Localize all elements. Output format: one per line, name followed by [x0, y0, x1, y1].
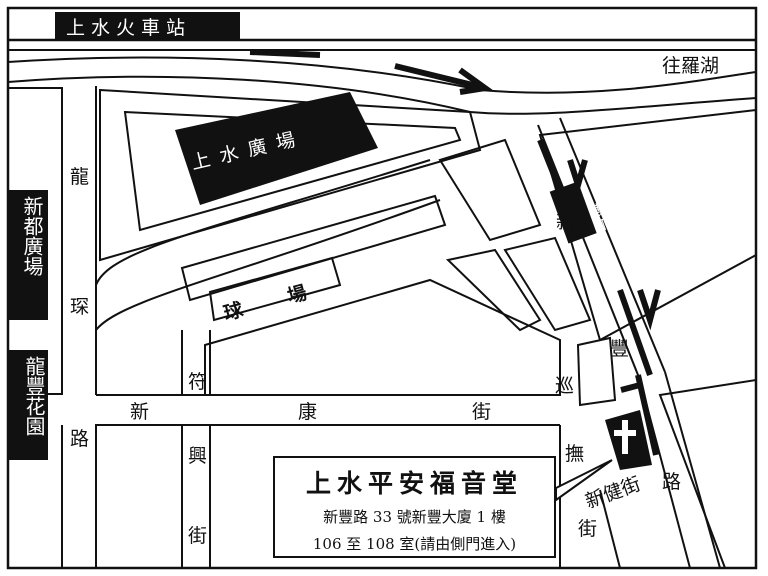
san-fung-road-edge-right: [559, 117, 666, 373]
street-lung-sum-2: 琛: [70, 296, 89, 318]
street-fu-hing-1: 符: [188, 371, 207, 393]
street-san-hong-3: 街: [472, 401, 491, 423]
main-road-edge-bottom: [7, 75, 757, 115]
landmark-plaza-block: [175, 92, 378, 205]
metropolis-plaza-label: 新都廣場: [20, 196, 44, 276]
street-tsun-fu-2: 撫: [565, 443, 584, 465]
street-san-hong-1: 新: [130, 401, 149, 423]
street-tsun-fu-1: 巡: [555, 375, 574, 397]
station-block: [55, 12, 240, 40]
cross-icon: [614, 420, 636, 454]
court-block: [180, 194, 447, 302]
to-lo-wu-label: 往羅湖: [662, 55, 719, 77]
metropolis-plaza-block: [8, 190, 48, 320]
street-san-kin: 新健街: [582, 473, 643, 513]
main-road-edge-top: [7, 56, 757, 94]
lung-fung-garden-block: [8, 350, 48, 460]
church-info-box: 上水平安福音堂 新豐路 33 號新豐大廈 1 樓 106 至 108 室(請由側…: [273, 456, 556, 558]
church-address-line2: 106 至 108 室(請由側門進入): [312, 535, 517, 553]
street-san-fung-3: 路: [662, 471, 681, 493]
lung-fung-garden-label: 龍豐花園: [22, 356, 46, 436]
church-name: 上水平安福音堂: [305, 469, 523, 498]
church-building-block: [605, 410, 652, 470]
street-fu-hing-2: 興: [188, 445, 207, 467]
street-lung-sum-1: 龍: [70, 166, 89, 188]
street-san-fung-1: 新: [556, 211, 575, 233]
san-fung-road-edge-left: [537, 124, 641, 381]
street-lung-sum-3: 路: [70, 428, 89, 450]
church-address-line1: 新豐路 33 號新豐大廈 1 樓: [323, 508, 506, 526]
street-bottom-label: 街: [578, 518, 597, 540]
church-pointer: [555, 459, 613, 502]
street-san-hong-2: 康: [298, 401, 317, 423]
route-arrows: [249, 49, 661, 456]
street-fu-hing-3: 街: [188, 525, 207, 547]
street-san-fung-2: 豐: [610, 338, 629, 360]
station-label: 上水火車站: [66, 17, 191, 39]
